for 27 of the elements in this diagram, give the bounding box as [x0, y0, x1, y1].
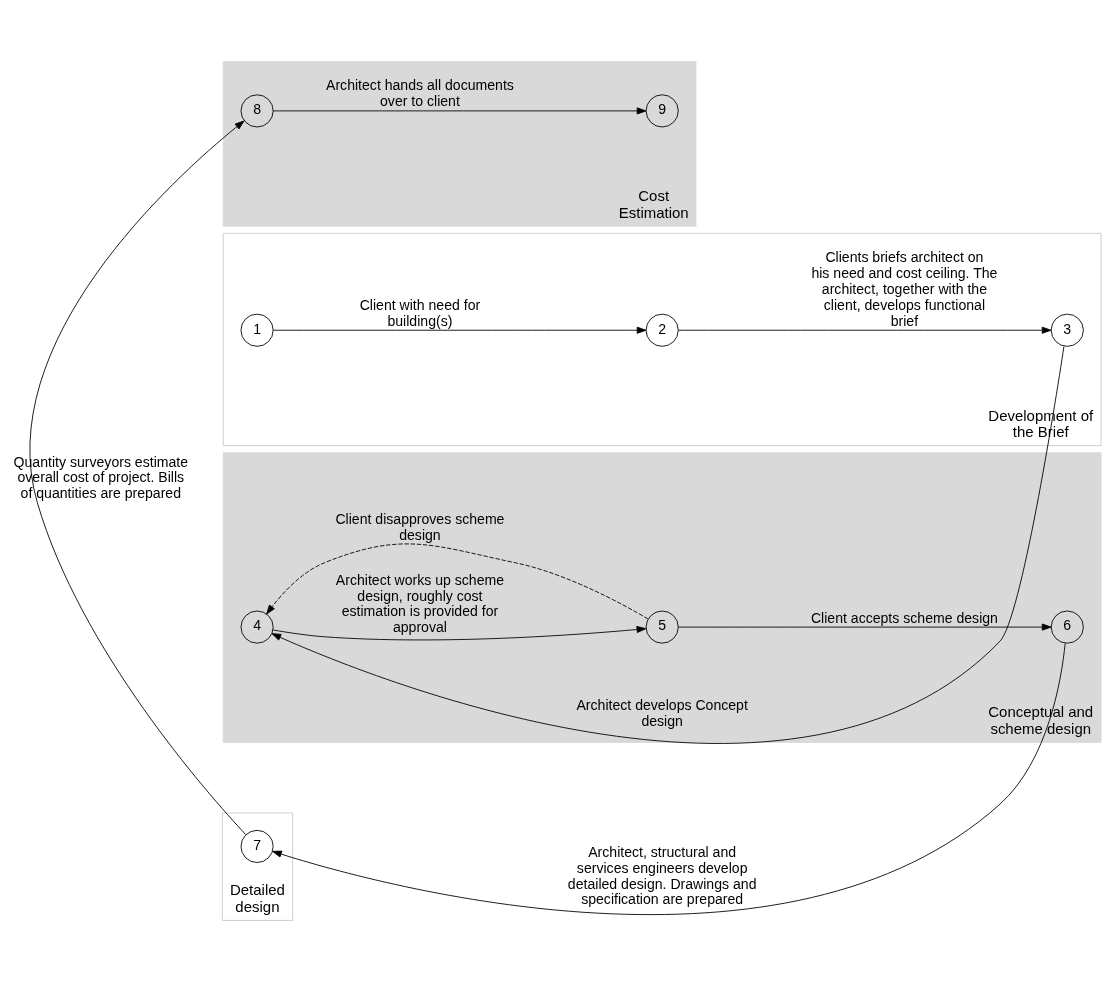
- edge-label: Architect develops Concept design: [576, 696, 748, 729]
- edge-label: Architect works up scheme design, roughly cost estimation is provided for approval: [335, 571, 505, 636]
- arrow: [271, 346, 1065, 744]
- edge-label: Architect, structural and services engineers develop detailed design. Drawings and specification are prepared: [567, 843, 757, 908]
- edge-label: Architect hands all documents over to client: [326, 77, 514, 110]
- node-circle: 7: [240, 829, 274, 863]
- arrow: [272, 642, 1066, 915]
- edge-label: Client with need for building(s): [359, 296, 481, 329]
- edge-label: Clients briefs architect on his need and cost ceiling. The architect, together with the client, develops functional brief: [811, 249, 998, 329]
- node-circle: 4: [240, 610, 274, 644]
- edge-label: Client accepts scheme design: [810, 609, 998, 626]
- node-circle: 1: [240, 313, 274, 347]
- arrow: [677, 623, 1052, 631]
- arrow: [272, 326, 647, 334]
- arrow: [266, 543, 649, 620]
- edge-label: Client disapproves scheme design: [335, 510, 505, 543]
- node-circle: 2: [645, 313, 679, 347]
- node-circle: 9: [645, 94, 679, 128]
- node-circle: 5: [645, 610, 679, 644]
- arrow: [272, 625, 647, 641]
- arrow: [29, 120, 247, 836]
- edge-label: Quantity surveyors estimate overall cost of project. Bills of quantities are prepared: [13, 453, 189, 502]
- node-circle: 6: [1050, 610, 1084, 644]
- arrow: [677, 326, 1052, 334]
- node-circle: 8: [240, 94, 274, 128]
- node-circle: 3: [1050, 313, 1084, 347]
- arrow: [272, 107, 647, 115]
